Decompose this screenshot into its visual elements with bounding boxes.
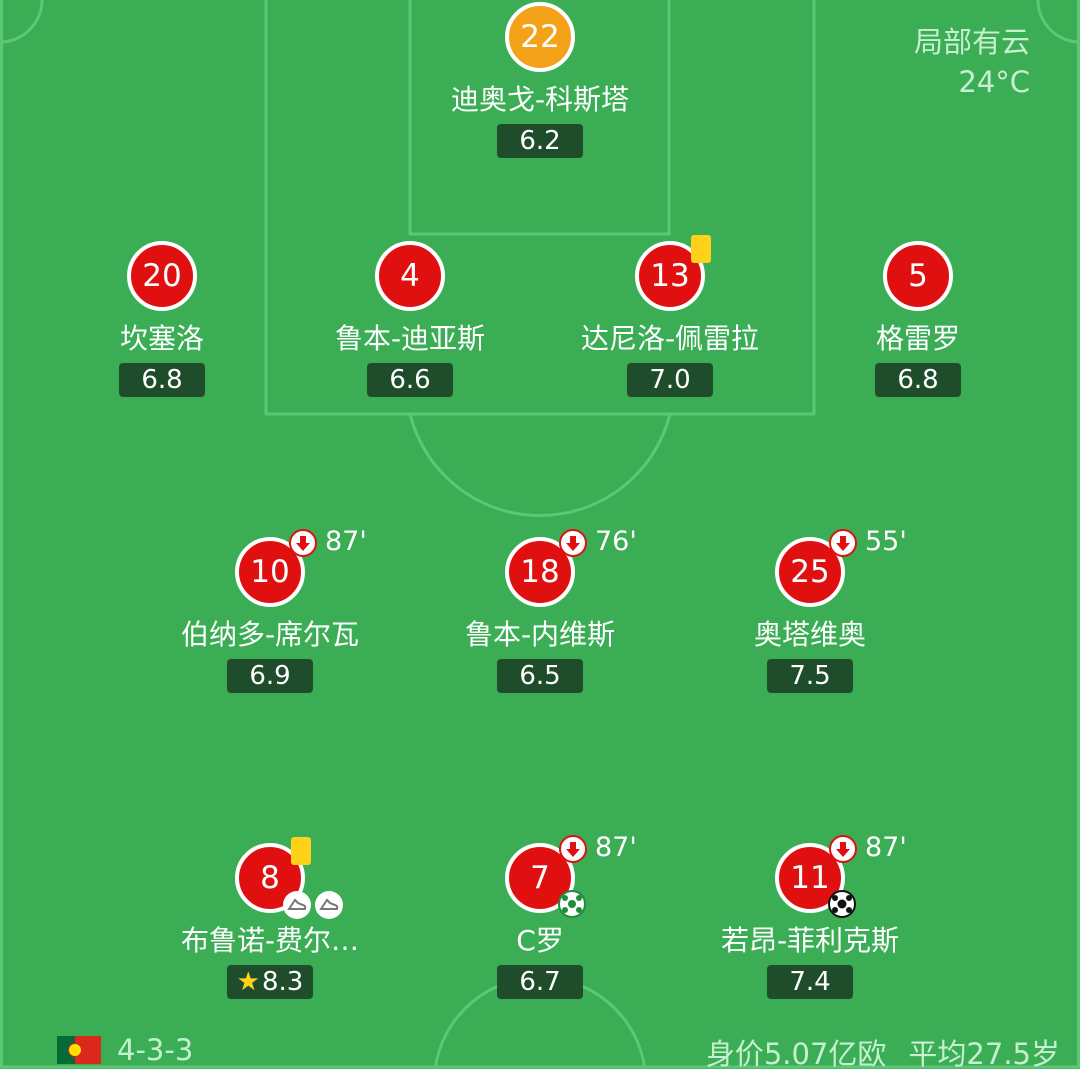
player-card-22[interactable]: 22 迪奥戈-科斯塔 6.2 (420, 2, 660, 158)
yellow-card-icon (291, 837, 311, 865)
player-name: 迪奥戈-科斯塔 (450, 83, 630, 116)
player-card-18[interactable]: 18 76' 鲁本-内维斯 6.5 (420, 527, 660, 693)
player-number: 4 (375, 241, 445, 311)
player-rating: 6.9 (227, 659, 313, 693)
substitution-time: 87' (325, 526, 367, 557)
player-card-13[interactable]: 13 达尼洛-佩雷拉 7.0 (550, 235, 790, 397)
player-name: 格雷罗 (875, 322, 960, 355)
team-stats: 身价5.07亿欧平均27.5岁 (706, 1031, 1060, 1069)
black-ball-icon (828, 890, 856, 918)
substitution-off-icon (559, 835, 587, 863)
player-rating: 6.7 (497, 965, 583, 999)
player-card-25[interactable]: 25 55' 奥塔维奥 7.5 (690, 527, 930, 693)
substitution-off-icon (559, 529, 587, 557)
player-number: 5 (883, 241, 953, 311)
player-name: 若昂-菲利克斯 (720, 924, 900, 957)
player-card-7[interactable]: 7 87' C罗 6.7 (420, 833, 660, 999)
player-name: 达尼洛-佩雷拉 (580, 322, 760, 355)
player-number: 13 (635, 241, 705, 311)
player-card-11[interactable]: 11 87' 若昂-菲利克斯 7.4 (690, 833, 930, 999)
substitution-off-icon (289, 529, 317, 557)
substitution-time: 55' (865, 526, 907, 557)
player-rating: 7.0 (627, 363, 713, 397)
weather-temperature: 24°C (958, 65, 1030, 99)
player-card-10[interactable]: 10 87' 伯纳多-席尔瓦 6.9 (150, 527, 390, 693)
player-rating-value: 8.3 (261, 967, 304, 997)
yellow-card-icon (691, 235, 711, 263)
player-name: 鲁本-内维斯 (464, 618, 616, 651)
player-rating: 6.6 (367, 363, 453, 397)
player-rating: 6.5 (497, 659, 583, 693)
market-value: 身价5.07亿欧 (705, 1037, 887, 1069)
assist-boot-icon (283, 891, 311, 919)
player-card-5[interactable]: 5 格雷罗 6.8 (798, 241, 1038, 397)
player-name: 布鲁诺-费尔… (180, 924, 360, 957)
man-of-match-star-icon: ★ (236, 967, 260, 997)
player-card-8[interactable]: 8 布鲁诺-费尔… ★8.3 (150, 837, 390, 999)
player-name: 伯纳多-席尔瓦 (180, 618, 360, 651)
player-name: 坎塞洛 (119, 322, 204, 355)
player-number: 20 (127, 241, 197, 311)
player-rating: 6.8 (119, 363, 205, 397)
player-name: 奥塔维奥 (753, 618, 866, 651)
substitution-time: 87' (865, 832, 907, 863)
formation-label: 4-3-3 (117, 1033, 194, 1067)
player-rating: 6.8 (875, 363, 961, 397)
substitution-off-icon (829, 835, 857, 863)
player-rating: 7.5 (767, 659, 853, 693)
player-number: 22 (505, 2, 575, 72)
assist-boot-icon (315, 891, 343, 919)
player-name: C罗 (516, 924, 564, 957)
player-name: 鲁本-迪亚斯 (334, 322, 486, 355)
weather-info: 局部有云 24°C (914, 22, 1030, 102)
player-card-4[interactable]: 4 鲁本-迪亚斯 6.6 (290, 241, 530, 397)
green-ball-icon (558, 890, 586, 918)
substitution-off-icon (829, 529, 857, 557)
average-age: 平均27.5岁 (908, 1037, 1060, 1069)
substitution-time: 76' (595, 526, 637, 557)
weather-condition: 局部有云 (913, 25, 1030, 59)
player-rating: 6.2 (497, 124, 583, 158)
player-rating: 7.4 (767, 965, 853, 999)
portugal-flag-icon (57, 1036, 101, 1064)
substitution-time: 87' (595, 832, 637, 863)
player-number: 18 (505, 537, 575, 607)
team-formation: 4-3-3 (57, 1033, 194, 1067)
player-card-20[interactable]: 20 坎塞洛 6.8 (42, 241, 282, 397)
player-rating: ★8.3 (227, 965, 313, 999)
